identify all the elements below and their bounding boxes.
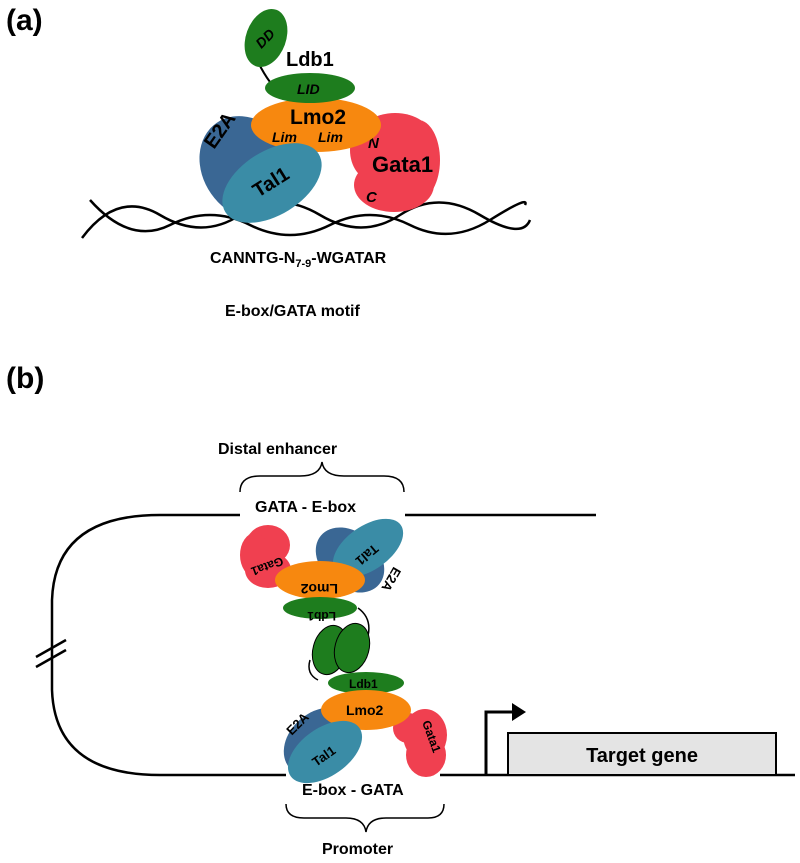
upper-lmo2-shape <box>275 561 365 599</box>
upper-tal1-shape <box>332 518 404 578</box>
lid-label: LID <box>297 81 320 97</box>
panel-b-label: (b) <box>6 362 44 395</box>
enhancer-motif-label: GATA - E-box <box>255 499 356 516</box>
lower-lmo2-label: Lmo2 <box>346 702 384 718</box>
lim-domain-right: Lim <box>318 129 343 145</box>
promoter-label: Promoter <box>322 841 393 858</box>
distal-enhancer-label: Distal enhancer <box>218 441 337 458</box>
sequence-motif: CANNTG-N7-9-WGATAR <box>210 250 387 270</box>
enhancer-brace <box>239 461 405 493</box>
upper-lmo2-label: Lmo2 <box>300 581 338 597</box>
dna-helix <box>81 199 532 239</box>
lower-gata1-shape <box>393 709 447 777</box>
tal1-protein-shape <box>222 143 322 223</box>
promoter-brace <box>285 803 445 833</box>
lmo2-protein-shape <box>251 98 381 152</box>
ldb1-label: Ldb1 <box>286 49 334 71</box>
upper-ldb1-label: Ldb1 <box>307 609 336 623</box>
ldb1-dd-shape <box>244 8 288 68</box>
gata1-label: Gata1 <box>372 152 433 177</box>
lim-domain-left: Lim <box>272 129 297 145</box>
target-gene-box <box>507 732 777 776</box>
ldb1-dd-dimer-linker <box>308 607 370 681</box>
dd-dimer-right-shape <box>333 622 371 674</box>
ldb1-lid-shape <box>265 73 355 103</box>
dna-break-mark <box>35 638 67 669</box>
panel-a-label: (a) <box>6 4 43 37</box>
gata1-c-terminus: C <box>366 189 378 206</box>
lower-lmo2-shape <box>321 690 411 730</box>
promoter-motif-label: E-box - GATA <box>302 782 404 799</box>
lower-ldb1-label: Ldb1 <box>349 677 378 691</box>
motif-caption: E-box/GATA motif <box>225 303 360 320</box>
lower-tal1-shape <box>287 720 363 784</box>
target-gene-label: Target gene <box>586 745 698 767</box>
lower-ldb1-shape <box>328 672 404 694</box>
lmo2-label: Lmo2 <box>290 106 346 129</box>
transcription-start-arrow <box>484 703 526 775</box>
upper-ldb1-shape <box>283 597 357 619</box>
